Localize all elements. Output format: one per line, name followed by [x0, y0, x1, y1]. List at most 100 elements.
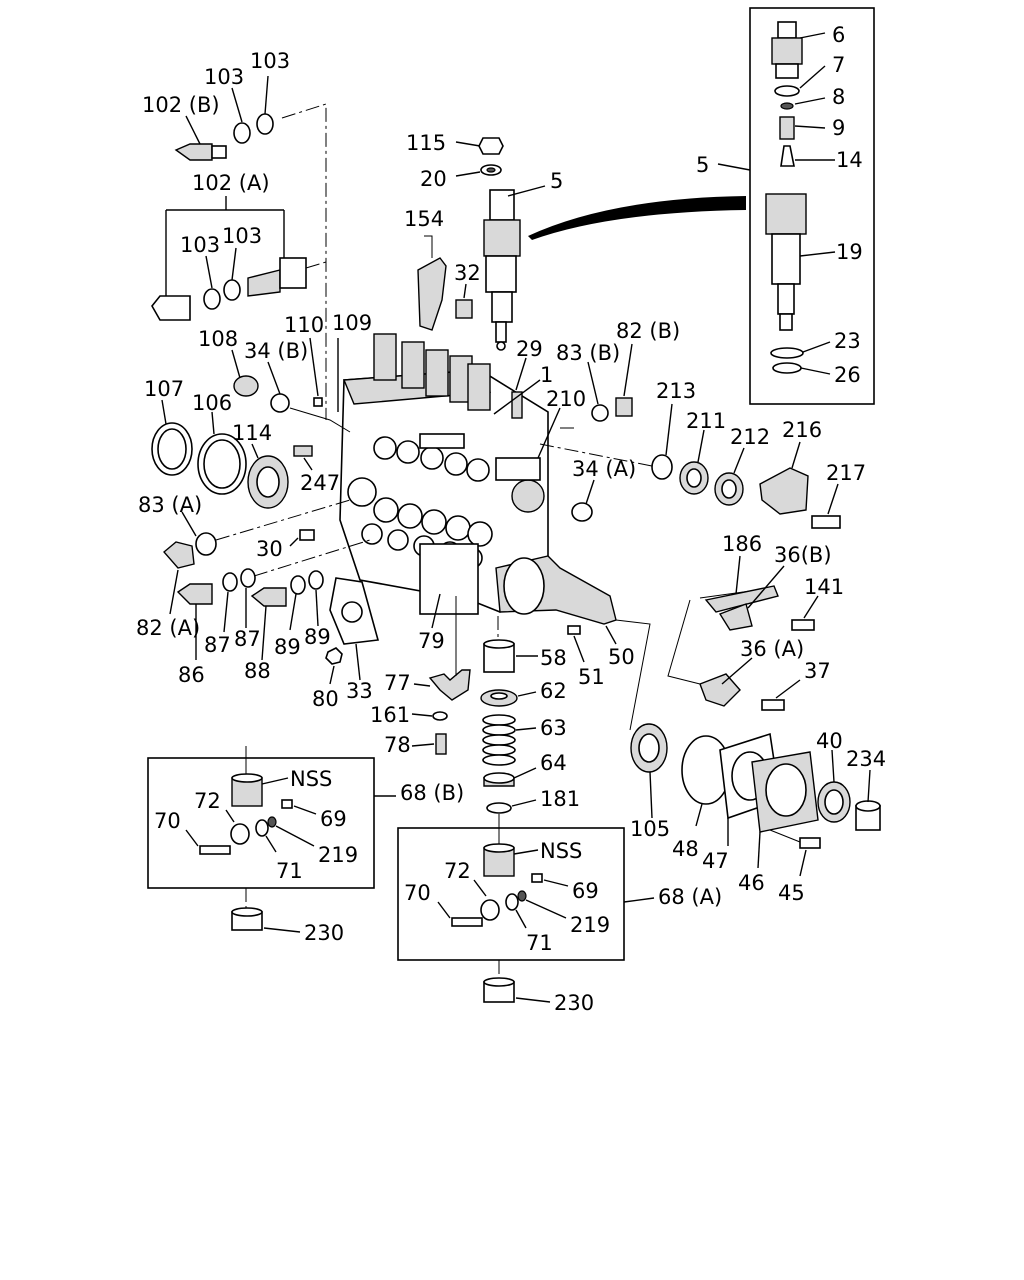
label-34b: 34 (B): [244, 339, 308, 363]
pin-70a: [451, 917, 483, 927]
washer-103-a: [233, 122, 251, 144]
bush-71b: [255, 819, 269, 837]
washer-89-a: [290, 575, 306, 595]
label-82a: 82 (A): [136, 616, 200, 640]
label-181: 181: [540, 787, 580, 811]
label-213: 213: [656, 379, 696, 403]
washer-87-b: [240, 568, 256, 588]
label-37: 37: [804, 659, 831, 683]
part-110: [313, 397, 323, 407]
plate-186: [704, 585, 779, 613]
label-34a: 34 (A): [572, 457, 636, 481]
label-36a: 36 (A): [740, 637, 804, 661]
detail-connector: [528, 196, 746, 240]
label-30: 30: [256, 537, 283, 561]
label-20: 20: [420, 167, 447, 191]
label-83b: 83 (B): [556, 341, 620, 365]
left-side-parts: 107 106 114 247 108 34 (B) 110 109: [144, 311, 372, 509]
governor-housing: [419, 543, 479, 615]
label-86: 86: [178, 663, 205, 687]
label-234: 234: [846, 747, 886, 771]
label-5-element: 5: [550, 169, 563, 193]
washer-8: [780, 102, 794, 110]
bolt-141: [791, 619, 815, 631]
pump-housing: [329, 333, 617, 645]
label-77: 77: [384, 671, 411, 695]
label-212: 212: [730, 425, 770, 449]
label-210: 210: [546, 387, 586, 411]
label-230a: 230: [554, 991, 594, 1015]
right-housing-parts: 29 1 83 (B) 82 (B) 210: [493, 319, 680, 481]
nameplate: [419, 433, 465, 449]
label-64: 64: [540, 751, 567, 775]
washer-213: [651, 454, 673, 480]
label-72a: 72: [444, 859, 471, 883]
label-58: 58: [540, 646, 567, 670]
label-216: 216: [782, 418, 822, 442]
label-8: 8: [832, 85, 845, 109]
plug-82a: [163, 541, 195, 569]
element-5: [483, 189, 521, 351]
label-70a: 70: [404, 881, 431, 905]
label-19: 19: [836, 240, 863, 264]
label-102a: 102 (A): [192, 171, 270, 195]
label-36b: 36(B): [774, 543, 832, 567]
label-217: 217: [826, 461, 866, 485]
label-106: 106: [192, 391, 232, 415]
bolt-217: [811, 515, 841, 529]
label-161: 161: [370, 703, 410, 727]
valve-102a-body: [247, 269, 281, 297]
lever-77: [428, 669, 471, 701]
label-103-b: 103: [250, 49, 290, 73]
spring-9: [779, 116, 795, 140]
pump-element-group: 115 20 5 154 32: [404, 131, 563, 351]
washer-161: [432, 711, 448, 721]
label-1: 1: [540, 363, 553, 387]
pin-70b: [199, 845, 231, 855]
weight-216: [759, 467, 809, 515]
spring-29: [511, 391, 523, 419]
label-46: 46: [738, 871, 765, 895]
label-50: 50: [608, 645, 635, 669]
clip-34b: [270, 393, 290, 413]
label-211: 211: [686, 409, 726, 433]
delivery-valve-holder-part: [771, 21, 803, 79]
label-51: 51: [578, 665, 605, 689]
tappet-detail-box-a: NSS 69 72 70 71 219 68 (A) 230: [397, 827, 722, 1015]
label-89-b: 89: [304, 625, 331, 649]
label-6: 6: [832, 23, 845, 47]
label-82b: 82 (B): [616, 319, 680, 343]
bolt-86: [176, 583, 213, 605]
plate-154: [417, 257, 447, 331]
control-lever-parts: 186 36(B) 141 36 (A) 37: [667, 532, 844, 711]
label-71b: 71: [276, 859, 303, 883]
o-ring-26: [772, 362, 802, 374]
bolt-88: [250, 587, 287, 607]
governor-parts: 213 211 212 216 217 34 (A): [571, 379, 866, 529]
nss-label-a: NSS: [540, 839, 582, 863]
label-103-a: 103: [204, 65, 244, 89]
bolt-102b: [174, 143, 213, 161]
delivery-valve-holders: [373, 333, 491, 411]
label-45: 45: [778, 881, 805, 905]
bolt-45: [799, 837, 821, 849]
o-ring-7: [774, 85, 800, 97]
tappet-detail-box-b: NSS 69 72 70 71 219 68 (B) 230: [147, 746, 464, 945]
label-110: 110: [284, 313, 324, 337]
label-78: 78: [384, 733, 411, 757]
lever-36b: [718, 603, 753, 631]
label-230b: 230: [304, 921, 344, 945]
nut-80: [325, 647, 343, 665]
label-219a: 219: [570, 913, 610, 937]
label-141: 141: [804, 575, 844, 599]
pin-69b: [281, 799, 293, 809]
label-115: 115: [406, 131, 446, 155]
plug-108: [233, 375, 259, 397]
plug-82b: [615, 397, 633, 417]
label-33: 33: [346, 679, 373, 703]
washer-103-d: [223, 279, 241, 301]
lower-left-parts: 83 (A) 82 (A) 30 86 87 87 88 89 89 80 33…: [136, 493, 445, 711]
label-9: 9: [832, 116, 845, 140]
label-103-c: 103: [180, 233, 220, 257]
